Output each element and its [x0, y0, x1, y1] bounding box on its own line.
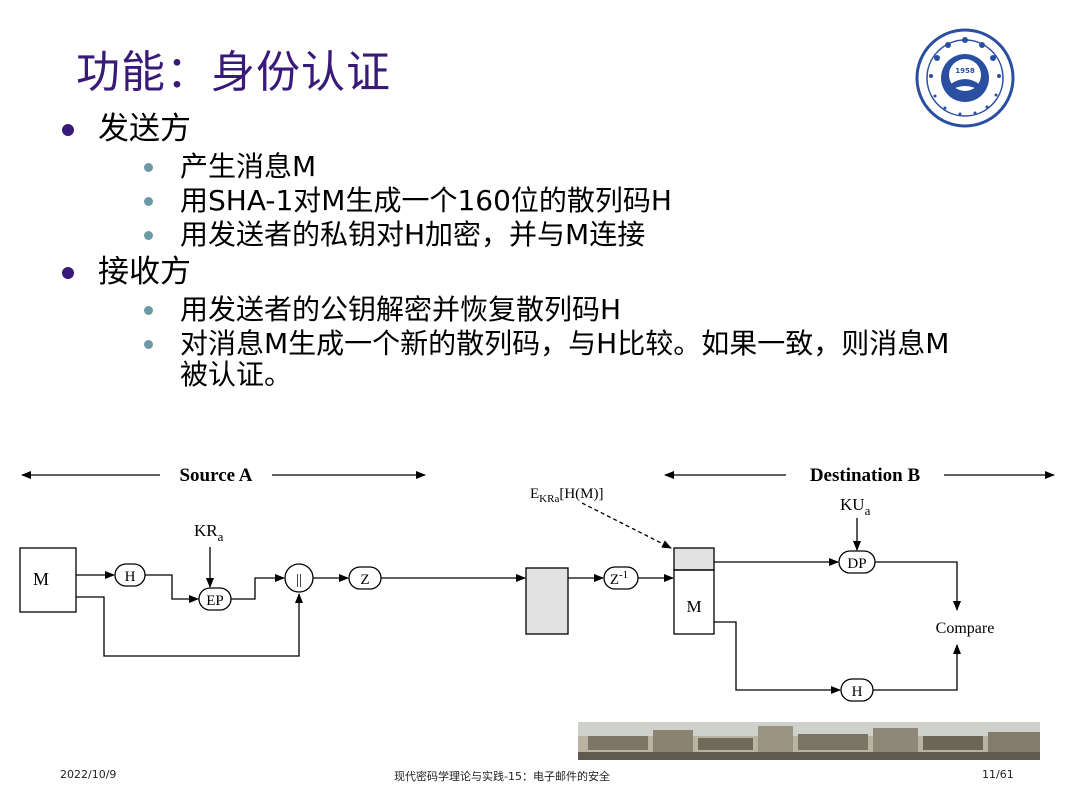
bullet-receiver: 接收方 用发送者的公钥解密并恢复散列码H 对消息M生成一个新的散列码，与H比较。… — [60, 253, 960, 390]
receiver-item: 对消息M生成一个新的散列码，与H比较。如果一致，则消息M被认证。 — [98, 328, 960, 390]
sender-item: 用SHA-1对M生成一个160位的散列码H — [98, 185, 960, 216]
slide-title: 功能：身份认证 — [76, 47, 391, 98]
sub-bullet-dot-icon — [144, 306, 153, 315]
transmit-box — [525, 567, 569, 635]
message-box — [19, 547, 77, 613]
signature-label: EKRa[H(M)] — [530, 486, 604, 505]
received-signature-box — [673, 547, 715, 571]
receiver-item-text: 对消息M生成一个新的散列码，与H比较。如果一致，则消息M被认证。 — [180, 327, 950, 391]
hash-label: H — [125, 569, 136, 585]
university-logo-icon: 1958 — [915, 28, 1015, 128]
compress-label: Z — [360, 572, 369, 588]
sender-item-text: 产生消息M — [180, 150, 317, 183]
decompress-label: Z-1 — [610, 569, 628, 588]
compare-label: Compare — [936, 620, 995, 637]
public-key-label: KUa — [840, 495, 871, 518]
private-key-label: KRa — [194, 521, 224, 544]
sender-item: 产生消息M — [98, 151, 960, 182]
bullet-sender: 发送方 产生消息M 用SHA-1对M生成一个160位的散列码H 用发送者的私钥对… — [60, 110, 960, 250]
sender-heading: 发送方 — [98, 111, 191, 147]
sender-item: 用发送者的私钥对H加密，并与M连接 — [98, 219, 960, 250]
footer-course: 现代密码学理论与实践-15：电子邮件的安全 — [394, 770, 610, 783]
receiver-heading: 接收方 — [98, 254, 191, 290]
bullet-dot-icon — [62, 124, 74, 136]
logo-year: 1958 — [955, 67, 975, 75]
received-message-label: M — [686, 597, 701, 616]
received-message-box — [673, 569, 715, 635]
decrypt-label: DP — [847, 556, 866, 572]
sender-item-text: 用发送者的私钥对H加密，并与M连接 — [180, 218, 646, 251]
footer-page-number: 11/61 — [982, 768, 1014, 781]
sub-bullet-dot-icon — [144, 340, 153, 349]
message-label: M — [33, 569, 49, 589]
concat-label: || — [296, 572, 302, 588]
sub-bullet-dot-icon — [144, 163, 153, 172]
hash2-label: H — [852, 684, 863, 700]
pgp-authentication-diagram: Source A Destination B M H KRa EP || Z Z… — [19, 465, 1055, 702]
source-label: Source A — [179, 465, 252, 486]
destination-label: Destination B — [810, 465, 921, 486]
sub-bullet-dot-icon — [144, 231, 153, 240]
sender-item-text: 用SHA-1对M生成一个160位的散列码H — [180, 184, 672, 217]
signature-pointer — [581, 502, 672, 549]
campus-photo-strip — [578, 722, 1040, 760]
encrypt-label: EP — [206, 593, 224, 609]
bullet-dot-icon — [62, 267, 74, 279]
sub-bullet-dot-icon — [144, 197, 153, 206]
receiver-item-text: 用发送者的公钥解密并恢复散列码H — [180, 293, 622, 326]
footer-date: 2022/10/9 — [60, 768, 117, 781]
bullet-list: 发送方 产生消息M 用SHA-1对M生成一个160位的散列码H 用发送者的私钥对… — [60, 110, 960, 393]
receiver-item: 用发送者的公钥解密并恢复散列码H — [98, 294, 960, 325]
